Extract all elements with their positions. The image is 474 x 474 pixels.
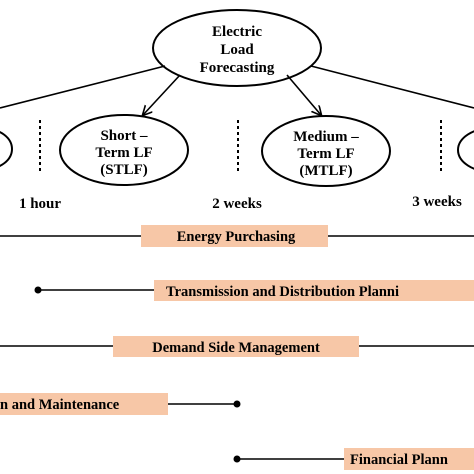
root-line-1: Electric <box>212 24 262 40</box>
time-tick-3-weeks: 3 weeks <box>412 194 462 210</box>
application-label-box-transmission <box>154 280 474 301</box>
application-label-financial: Financial Plann <box>350 452 448 468</box>
root-line-3: Forecasting <box>200 60 275 76</box>
mtlf-line-3: (MTLF) <box>299 163 352 179</box>
category-node-stlf: Short – Term LF (STLF) <box>59 114 189 186</box>
time-tick-2-weeks: 2 weeks <box>212 196 262 212</box>
branch-line-left <box>0 65 166 109</box>
application-label-box-demand-side <box>113 336 359 357</box>
stlf-line-2: Term LF <box>95 145 152 161</box>
application-label-box-maintenance <box>0 393 168 415</box>
mtlf-line-1: Medium – <box>293 129 359 145</box>
application-label-box-financial <box>344 448 474 470</box>
application-label-maintenance: n and Maintenance <box>0 397 120 413</box>
application-label-box-energy-purchasing <box>141 225 328 247</box>
mtlf-ellipse <box>261 115 391 187</box>
branch-arrow-mtlf <box>286 74 321 115</box>
branch-line-right <box>310 65 474 109</box>
application-label-demand-side: Demand Side Management <box>152 340 320 356</box>
root-node: Electric Load Forecasting <box>152 9 322 87</box>
stlf-ellipse <box>59 114 189 186</box>
mtlf-line-2: Term LF <box>297 146 354 162</box>
branch-arrow-stlf <box>143 74 181 115</box>
application-end-dot-maintenance <box>233 400 241 408</box>
root-ellipse <box>152 9 322 87</box>
category-node-right-partial <box>457 130 474 170</box>
category-node-left-partial <box>0 131 13 167</box>
category-node-mtlf: Medium – Term LF (MTLF) <box>261 115 391 187</box>
application-label-energy-purchasing: Energy Purchasing <box>177 229 296 245</box>
stlf-line-1: Short – <box>100 128 148 144</box>
application-label-transmission: Transmission and Distribution Planni <box>166 284 399 300</box>
stlf-line-3: (STLF) <box>100 162 148 178</box>
time-tick-1-hour: 1 hour <box>19 196 61 212</box>
root-line-2: Load <box>220 42 254 58</box>
